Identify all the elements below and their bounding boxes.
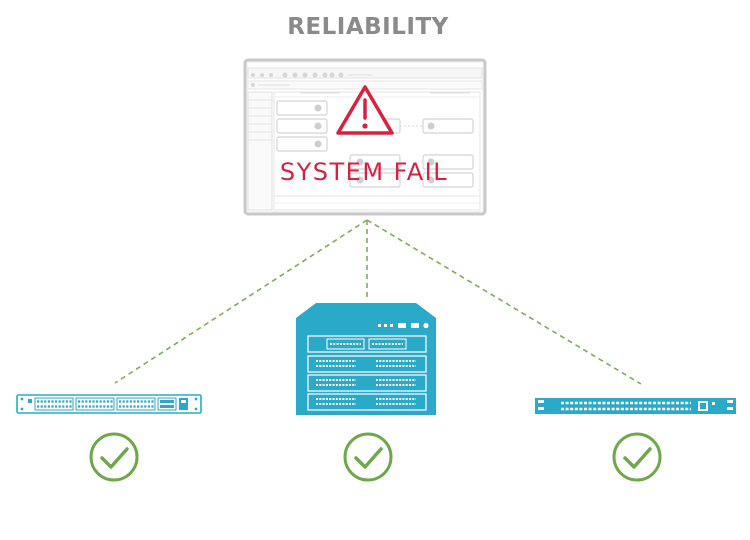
page-title: RELIABILITY bbox=[287, 14, 449, 40]
switch-right-icon bbox=[535, 398, 736, 414]
check-icon-right bbox=[612, 432, 662, 482]
warning-icon bbox=[336, 85, 394, 135]
connection-lines bbox=[114, 219, 642, 385]
system-fail-label: SYSTEM FAIL bbox=[280, 158, 448, 186]
chassis-center-icon bbox=[296, 303, 436, 415]
check-icon-center bbox=[343, 432, 393, 482]
check-icon-left bbox=[89, 432, 139, 482]
switch-left-icon bbox=[16, 394, 202, 414]
monitor-window bbox=[243, 58, 487, 216]
